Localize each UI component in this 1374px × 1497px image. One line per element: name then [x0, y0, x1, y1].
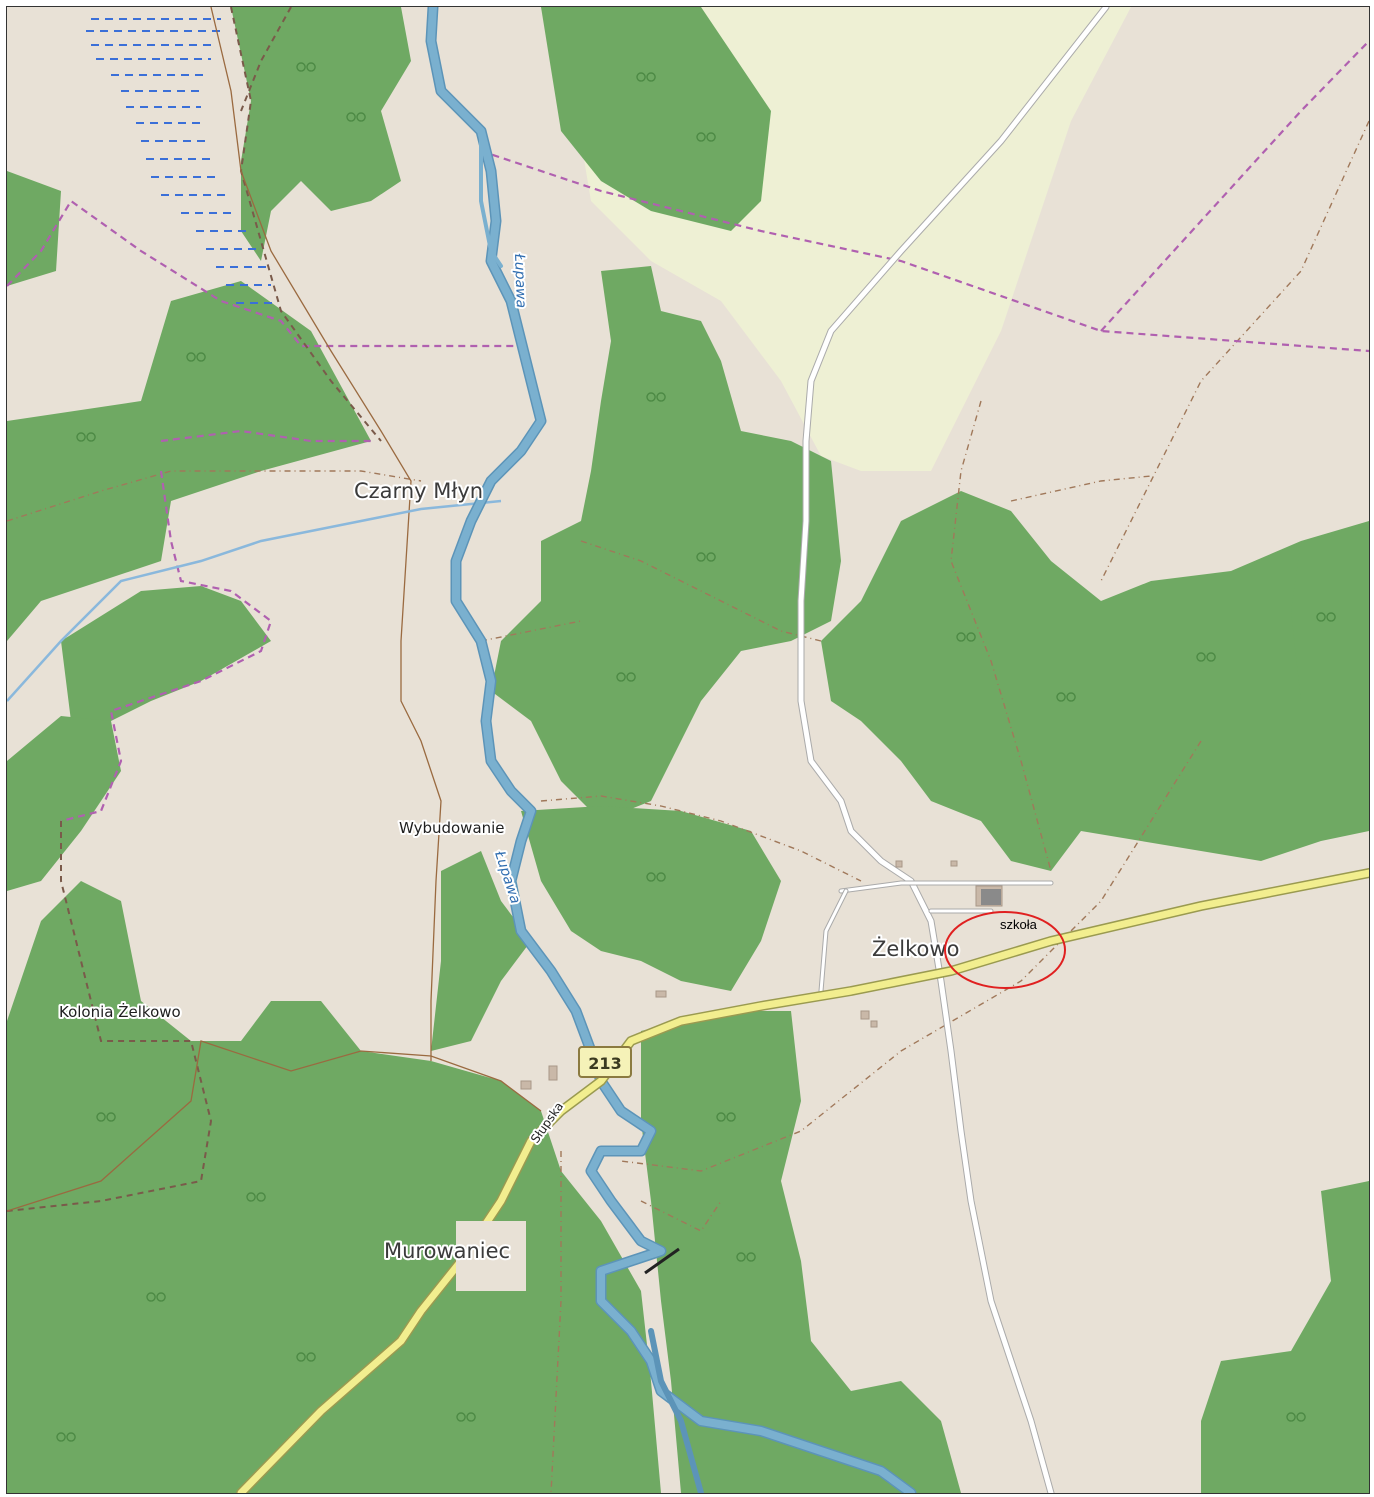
- murowaniec-clearing: [456, 1221, 526, 1291]
- wetland-marks: [86, 18, 276, 304]
- stream: [7, 499, 502, 702]
- paths: [7, 7, 542, 1212]
- district-border: [7, 7, 382, 1212]
- forest-areas: [7, 7, 1369, 1493]
- river-label-upper: Łupawa: [511, 253, 529, 309]
- tree-symbols: [56, 62, 1336, 1442]
- map-frame[interactable]: 213 Czarny Młyn Wybudowanie Żelkowo Kolo…: [6, 6, 1370, 1494]
- river-lupawa: [425, 7, 917, 1493]
- bridge: [644, 1247, 680, 1275]
- highlight-ellipse: [944, 911, 1066, 989]
- place-label-wybudowanie[interactable]: Wybudowanie: [397, 817, 507, 839]
- map-canvas[interactable]: 213 Czarny Młyn Wybudowanie Żelkowo Kolo…: [7, 7, 1369, 1493]
- place-label-kolonia-zelkowo[interactable]: Kolonia Żelkowo: [57, 1000, 183, 1023]
- main-road-213: [236, 868, 1369, 1493]
- annotation-label-szkola: szkoła: [1000, 917, 1038, 932]
- place-label-czarny-mlyn[interactable]: Czarny Młyn: [352, 477, 485, 505]
- minor-road: [797, 7, 1110, 1493]
- road-shield-number: 213: [588, 1054, 621, 1073]
- school-building: [981, 889, 1001, 905]
- road-shield-213[interactable]: 213: [578, 1046, 632, 1078]
- tracks: [7, 120, 1369, 1493]
- place-label-murowaniec[interactable]: Murowaniec: [382, 1237, 512, 1265]
